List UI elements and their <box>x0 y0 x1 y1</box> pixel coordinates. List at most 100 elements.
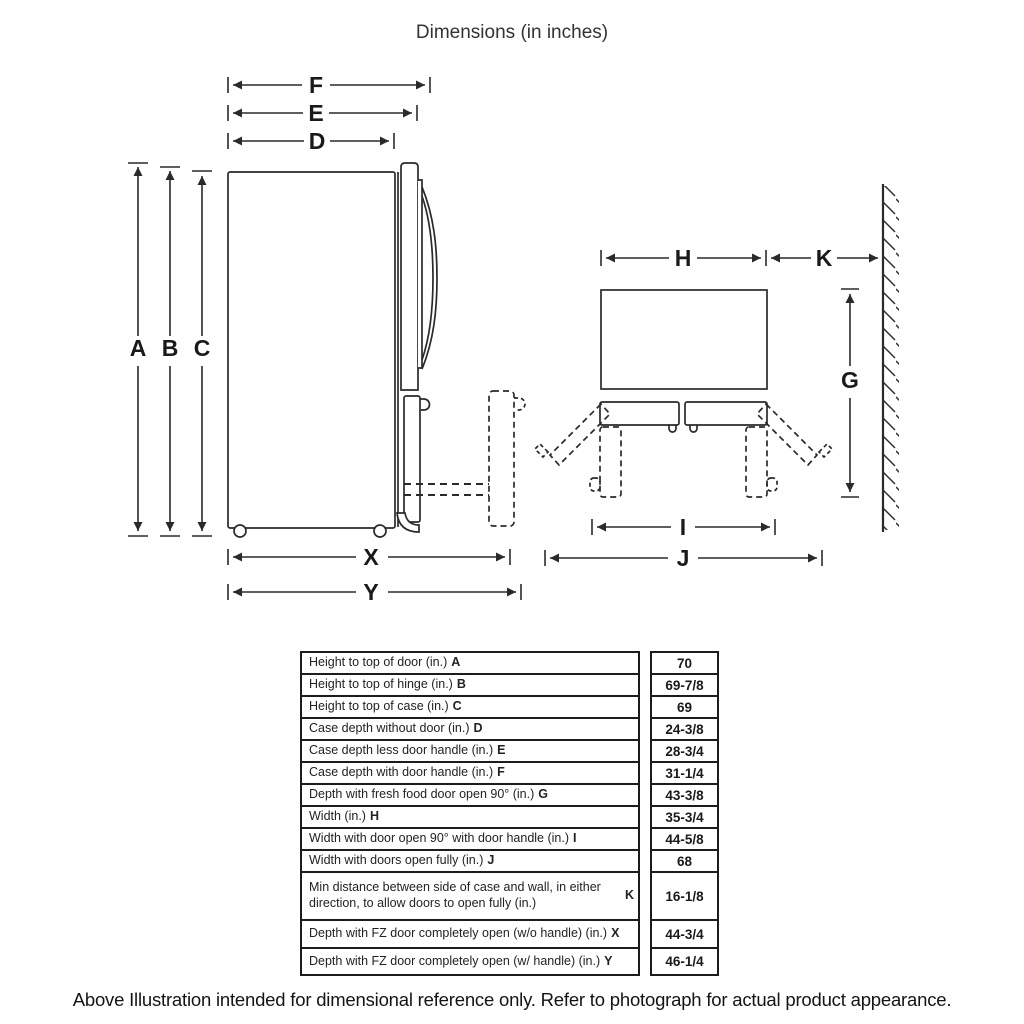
row-value: 69 <box>650 697 719 719</box>
dimensions-diagram: F E D <box>128 72 899 605</box>
row-label: Width with doors open fully (in.)J <box>300 851 640 873</box>
row-value: 43-3/8 <box>650 785 719 807</box>
column-gap <box>640 697 650 719</box>
column-gap <box>640 741 650 763</box>
left-door-closed <box>599 401 680 426</box>
row-label: Case depth without door (in.)D <box>300 719 640 741</box>
row-value: 69-7/8 <box>650 675 719 697</box>
row-value: 44-3/4 <box>650 921 719 949</box>
row-label: Case depth less door handle (in.)E <box>300 741 640 763</box>
dim-I: I <box>591 514 776 540</box>
dim-label-K: K <box>816 245 833 271</box>
row-label: Height to top of case (in.)C <box>300 697 640 719</box>
door-handle-inner <box>421 195 434 361</box>
column-gap <box>640 829 650 851</box>
dim-D: D <box>227 128 395 154</box>
left-door-handle <box>668 425 677 433</box>
side-view-diagram: F E D <box>128 72 526 605</box>
fridge-case-side <box>227 171 396 529</box>
dim-label-E: E <box>308 100 323 126</box>
table-row: Case depth without door (in.)D 24-3/8 <box>300 719 719 741</box>
rear-wheel <box>373 524 387 538</box>
column-gap <box>640 719 650 741</box>
row-value: 44-5/8 <box>650 829 719 851</box>
row-label: Depth with fresh food door open 90° (in.… <box>300 785 640 807</box>
dim-label-A: A <box>130 335 147 361</box>
column-gap <box>640 851 650 873</box>
column-gap <box>640 807 650 829</box>
dim-Y: Y <box>227 579 522 605</box>
column-gap <box>640 949 650 976</box>
left-open-handle-dashed <box>533 442 550 459</box>
wall-hatching <box>884 186 899 530</box>
right-door-open-90-dashed <box>745 426 768 498</box>
dim-label-D: D <box>309 128 326 154</box>
row-value: 68 <box>650 851 719 873</box>
left-door-open-full-dashed <box>548 402 612 467</box>
freezer-drawer-front <box>403 395 421 523</box>
row-label: Depth with FZ door completely open (w/ h… <box>300 949 640 976</box>
row-label: Min distance between side of case and wa… <box>300 873 640 921</box>
dim-B: B <box>160 166 180 537</box>
right-open-handle-dashed <box>817 442 834 459</box>
dim-J: J <box>544 545 823 571</box>
column-gap <box>640 921 650 949</box>
footer-note: Above Illustration intended for dimensio… <box>72 989 952 1010</box>
dim-A: A <box>128 162 148 537</box>
dim-K: K <box>771 245 878 271</box>
front-wheel <box>233 524 247 538</box>
dim-label-B: B <box>162 335 179 361</box>
refrigerator-side-view <box>227 162 526 538</box>
door-front-edge <box>418 179 423 369</box>
row-label: Case depth with door handle (in.)F <box>300 763 640 785</box>
row-label: Height to top of hinge (in.)B <box>300 675 640 697</box>
row-value: 35-3/4 <box>650 807 719 829</box>
dim-F: F <box>227 72 431 98</box>
row-value: 24-3/8 <box>650 719 719 741</box>
table-row: Case depth less door handle (in.)E 28-3/… <box>300 741 719 763</box>
table-row: Depth with FZ door completely open (w/o … <box>300 921 719 949</box>
fresh-food-door <box>400 162 419 391</box>
column-gap <box>640 651 650 675</box>
refrigerator-top-view <box>533 289 834 498</box>
row-label: Width with door open 90° with door handl… <box>300 829 640 851</box>
right-door-handle <box>689 425 698 433</box>
drawer-foot <box>396 512 420 533</box>
row-value: 46-1/4 <box>650 949 719 976</box>
row-value: 28-3/4 <box>650 741 719 763</box>
dimensions-table: Height to top of door (in.)A 70 Height t… <box>300 651 719 976</box>
wall <box>881 184 899 532</box>
dim-label-X: X <box>363 544 379 570</box>
row-value: 16-1/8 <box>650 873 719 921</box>
table-row: Width with door open 90° with door handl… <box>300 829 719 851</box>
table-row: Depth with FZ door completely open (w/ h… <box>300 949 719 976</box>
freezer-handle-open-dashed <box>514 397 526 411</box>
left-door-open-90-dashed <box>599 426 622 498</box>
row-label: Height to top of door (in.)A <box>300 651 640 675</box>
dim-label-H: H <box>675 245 692 271</box>
dim-label-F: F <box>309 72 323 98</box>
dim-label-Y: Y <box>363 579 378 605</box>
page-title: Dimensions (in inches) <box>415 22 609 43</box>
dim-label-C: C <box>194 335 211 361</box>
row-label: Width (in.)H <box>300 807 640 829</box>
door-handle-outer <box>421 186 438 370</box>
column-gap <box>640 785 650 807</box>
table-row: Depth with fresh food door open 90° (in.… <box>300 785 719 807</box>
row-value: 31-1/4 <box>650 763 719 785</box>
dim-label-I: I <box>680 514 686 540</box>
top-view-diagram: H K G <box>533 184 899 571</box>
dim-label-J: J <box>677 545 690 571</box>
table-row: Height to top of hinge (in.)B 69-7/8 <box>300 675 719 697</box>
table-row: Case depth with door handle (in.)F 31-1/… <box>300 763 719 785</box>
table-row: Width (in.)H 35-3/4 <box>300 807 719 829</box>
right-door-closed <box>684 401 768 426</box>
table-row: Height to top of door (in.)A 70 <box>300 651 719 675</box>
fridge-case-top <box>600 289 768 390</box>
right-door-open-full-dashed <box>755 402 819 467</box>
freezer-handle <box>420 398 431 411</box>
dim-E: E <box>227 100 418 126</box>
right-90-handle-dashed <box>766 477 778 492</box>
row-value: 70 <box>650 651 719 675</box>
